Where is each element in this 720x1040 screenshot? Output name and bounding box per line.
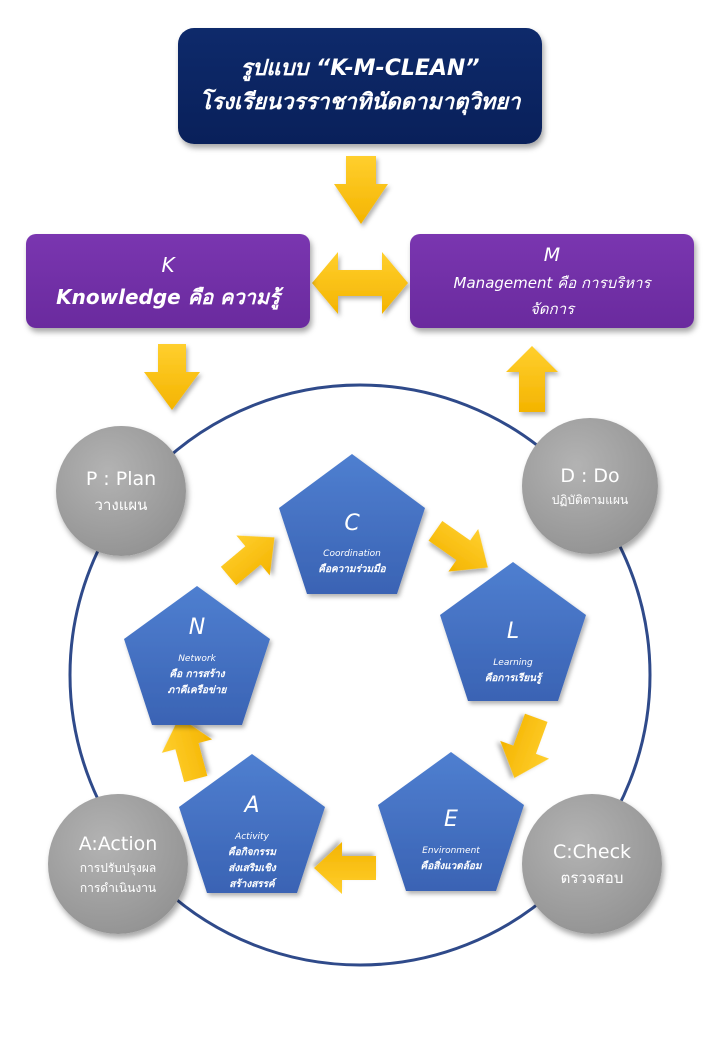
pentagon-n-en: Network [178, 654, 216, 664]
arrow-c-to-l [428, 520, 488, 572]
pentagon-a-th1: คือกิจกรรม [228, 846, 277, 858]
title-line2: โรงเรียนวรราชาทินัดดามาตุวิทยา [199, 90, 521, 115]
action-line1: การปรับปรุงผล [79, 861, 157, 875]
arrow-down-title [334, 156, 388, 224]
arrow-e-to-a [314, 842, 376, 894]
knowledge-box: K Knowledge คือ ความรู้ [26, 234, 310, 328]
pentagon-e-en: Environment [422, 846, 480, 856]
pentagon-n: N Network คือ การสร้าง ภาคีเครือข่าย [124, 586, 270, 725]
pentagon-l-letter: L [507, 619, 519, 644]
action-line2: การดำเนินงาน [79, 881, 157, 895]
pentagon-l: L Learning คือการเรียนรู้ [440, 562, 586, 701]
pentagon-c-th: คือความร่วมมือ [318, 563, 386, 575]
arrow-l-to-e [500, 713, 550, 778]
knowledge-letter: K [161, 253, 175, 277]
do-subtitle: ปฏิบัติตามแผน [551, 493, 629, 507]
arrow-down-k-plan [144, 344, 200, 410]
pentagon-a-th2: ส่งเสริมเชิง [228, 862, 277, 874]
management-line2: จัดการ [529, 300, 575, 318]
cycle-ring [68, 383, 652, 967]
plan-subtitle: วางแผน [94, 496, 148, 514]
pentagon-a-letter: A [242, 793, 259, 818]
action-circle: A:Action การปรับปรุงผล การดำเนินงาน [48, 794, 188, 934]
pentagon-e-letter: E [444, 807, 458, 832]
arrow-a-to-n [161, 717, 213, 783]
do-circle: D : Do ปฏิบัติตามแผน [522, 418, 658, 554]
pentagon-e-th: คือสิ่งแวดล้อม [421, 858, 483, 872]
pentagon-e: E Environment คือสิ่งแวดล้อม [378, 752, 524, 891]
pentagon-a: A Activity คือกิจกรรม ส่งเสริมเชิง สร้าง… [179, 754, 325, 893]
pentagon-a-en: Activity [234, 832, 269, 842]
pentagon-c: C Coordination คือความร่วมมือ [279, 454, 425, 594]
arrow-up-do-m [506, 346, 558, 412]
arrow-n-to-c [220, 535, 275, 586]
pentagon-c-en: Coordination [323, 549, 381, 559]
pentagon-n-letter: N [189, 615, 205, 640]
action-title: A:Action [78, 833, 158, 855]
check-subtitle: ตรวจสอบ [560, 869, 624, 887]
title-line1: รูปแบบ “K-M-CLEAN” [240, 56, 480, 81]
pentagon-l-en: Learning [493, 658, 533, 668]
check-circle: C:Check ตรวจสอบ [522, 794, 662, 934]
check-title: C:Check [552, 841, 632, 863]
management-line1: Management คือ การบริหาร [453, 274, 651, 292]
title-box: รูปแบบ “K-M-CLEAN” โรงเรียนวรราชาทินัดดา… [178, 28, 542, 144]
plan-circle: P : Plan วางแผน [56, 426, 186, 556]
pentagon-l-th: คือการเรียนรู้ [485, 672, 545, 684]
pentagon-n-th2: ภาคีเครือข่าย [168, 684, 228, 696]
pentagon-c-letter: C [344, 511, 360, 536]
double-arrow-k-m [312, 252, 408, 314]
knowledge-text: Knowledge คือ ความรู้ [56, 285, 280, 309]
management-letter: M [543, 244, 561, 266]
pentagon-a-th3: สร้างสรรค์ [229, 878, 278, 890]
do-title: D : Do [560, 465, 620, 487]
pentagon-n-th1: คือ การสร้าง [169, 668, 225, 680]
plan-title: P : Plan [85, 468, 157, 490]
management-box: M Management คือ การบริหาร จัดการ [410, 234, 694, 328]
